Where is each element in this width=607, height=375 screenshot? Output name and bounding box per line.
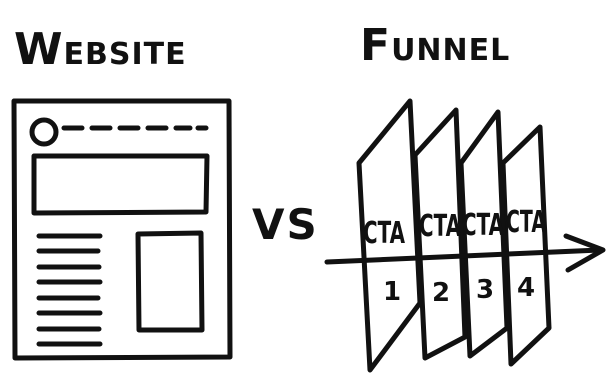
- funnel-panel-3: [458, 109, 510, 359]
- website-frame: [11, 98, 233, 361]
- funnel-title-first: F: [360, 20, 391, 71]
- website-logo-circle: [29, 117, 59, 147]
- funnel-panel-1: [356, 98, 423, 373]
- funnel-cta-1: CTA: [363, 216, 406, 251]
- website-hero-banner: [31, 153, 210, 216]
- funnel-title: FUNNEL: [360, 20, 510, 71]
- website-title-first: W: [14, 24, 64, 75]
- funnel-step-3: 3: [476, 275, 494, 305]
- website-sidebar-box: [135, 230, 205, 333]
- website-title-rest: EBSITE: [64, 37, 187, 72]
- funnel-arrow: [324, 233, 606, 273]
- funnel-cta-4: CTA: [506, 205, 546, 240]
- funnel-title-rest: UNNEL: [391, 33, 510, 68]
- funnel-cta-3: CTA: [462, 208, 505, 243]
- vs-label: VS: [252, 200, 319, 249]
- funnel-panel-4: [500, 124, 552, 367]
- funnel-panels: [356, 98, 552, 373]
- website-wireframe: [11, 98, 233, 361]
- funnel-step-1: 1: [383, 277, 401, 307]
- funnel-step-2: 2: [432, 278, 450, 308]
- website-text-lines: [36, 233, 103, 347]
- funnel-arrow-head: [563, 233, 606, 273]
- website-title: WEBSITE: [14, 24, 187, 75]
- funnel-step-4: 4: [517, 273, 535, 303]
- funnel-arrow-shaft: [324, 247, 603, 265]
- funnel-cta-2: CTA: [419, 209, 462, 244]
